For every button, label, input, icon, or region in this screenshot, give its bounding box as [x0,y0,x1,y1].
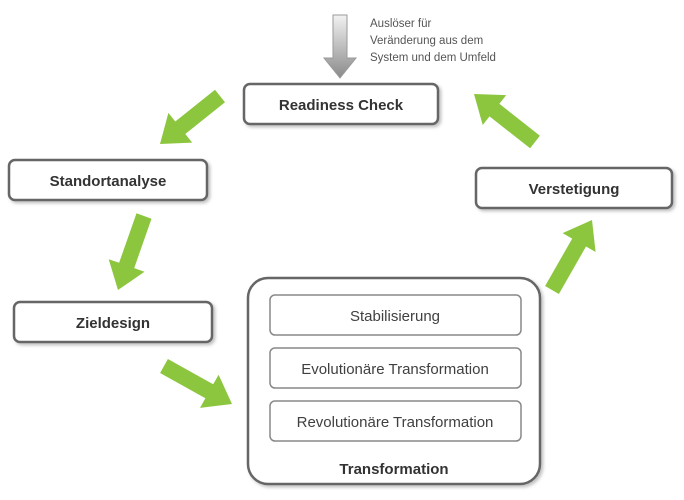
trigger-text-line-2: Veränderung aus dem [370,35,483,47]
transformation-label: Transformation [339,461,448,478]
stabilisierung-label: Stabilisierung [350,308,440,325]
zieldesign-box [12,300,214,344]
readiness-check-box [242,82,440,126]
revolutionaere-transformation-label: Revolutionäre Transformation [297,414,494,431]
evolutionaere-transformation-label: Evolutionäre Transformation [301,361,489,378]
revolutionaere-transformation-box [269,400,522,442]
arrow-standortanalyse-to-zieldesign-icon [108,213,152,290]
stabilisierung-box [269,294,522,336]
cycle-arrows [108,89,596,408]
verstetigung-box [474,166,674,210]
trigger-text-line-3: System und dem Umfeld [370,52,496,64]
readiness-check-label: Readiness Check [279,97,404,114]
evolutionaere-transformation-box [269,347,522,389]
arrow-readiness-to-standortanalyse-icon [160,89,225,144]
standortanalyse-box [7,158,209,202]
arrow-transformation-to-verstetigung-icon [545,220,596,294]
zieldesign-label: Zieldesign [76,315,150,332]
arrow-zieldesign-to-transformation-icon [160,359,232,408]
verstetigung-label: Verstetigung [529,181,620,198]
trigger-text-line-1: Auslöser für [370,18,432,30]
trigger-arrow-icon [322,14,358,79]
arrow-verstetigung-to-readiness-icon [474,94,540,149]
standortanalyse-label: Standortanalyse [50,173,167,190]
